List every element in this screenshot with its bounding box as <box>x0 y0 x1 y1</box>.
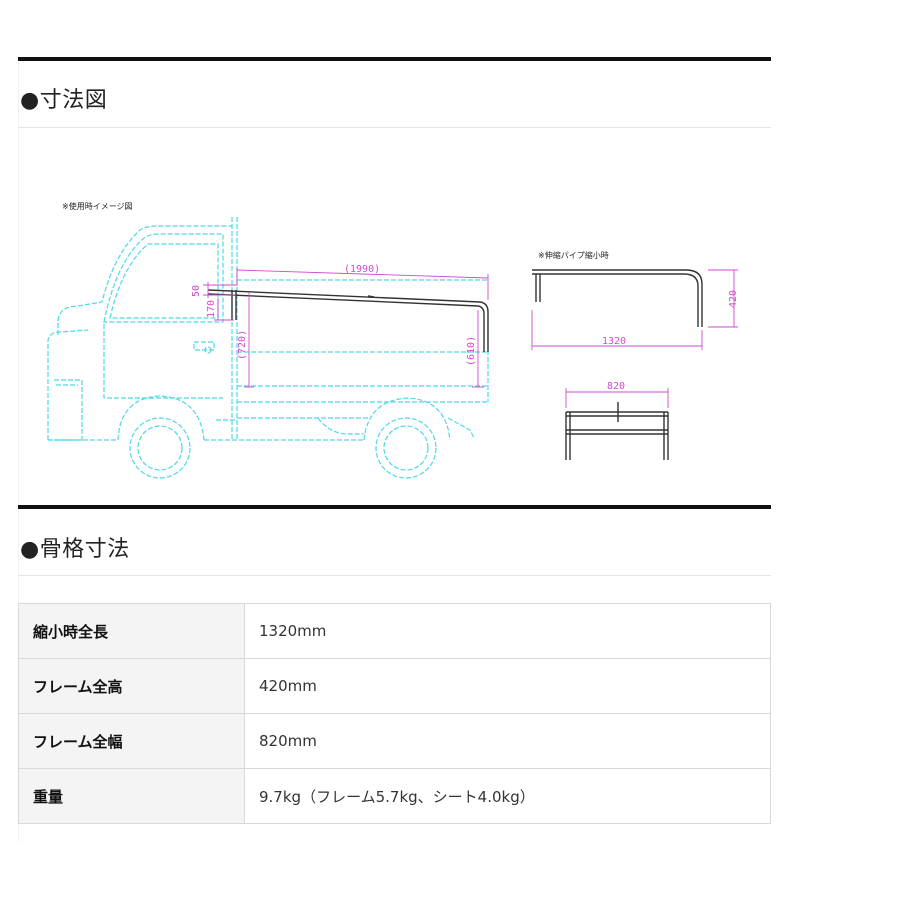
section-underline-frame <box>18 575 771 576</box>
spec-value: 9.7kg（フレーム5.7kg、シート4.0kg） <box>244 768 771 824</box>
section-underline <box>18 127 771 128</box>
dimension-drawing: ※使用時イメージ図 ※伸縮パイプ縮小時 <box>47 201 739 479</box>
spec-label: フレーム全高 <box>18 658 245 714</box>
truck-outline <box>47 217 489 479</box>
dim-720: (720) <box>237 330 248 360</box>
spec-value: 820mm <box>244 713 771 769</box>
table-row: 重量 9.7kg（フレーム5.7kg、シート4.0kg） <box>18 768 771 824</box>
section-title-dimensions: ●寸法図 <box>20 88 108 113</box>
frame-on-truck <box>207 289 489 352</box>
dimension-labels: (1990) 50 170 (720) (610) <box>191 264 477 366</box>
dim-170: 170 <box>206 300 217 318</box>
frame-spec-table: 縮小時全長 1320mm フレーム全高 420mm フレーム全幅 820mm 重… <box>18 603 771 824</box>
spec-value: 420mm <box>244 658 771 714</box>
dim-420: 420 <box>728 290 739 308</box>
dim-610: (610) <box>466 336 477 366</box>
retracted-frame-dims <box>531 269 738 350</box>
spec-value: 1320mm <box>244 603 771 659</box>
table-row: 縮小時全長 1320mm <box>18 603 771 659</box>
spec-label: フレーム全幅 <box>18 713 245 769</box>
dim-1990: (1990) <box>344 264 380 275</box>
retracted-note: ※伸縮パイプ縮小時 <box>538 250 609 260</box>
front-width-dims <box>565 388 669 408</box>
section-title-frame: ●骨格寸法 <box>20 537 130 562</box>
spec-label: 縮小時全長 <box>18 603 245 659</box>
dim-1320: 1320 <box>602 336 626 347</box>
retracted-frame-side <box>532 269 703 327</box>
table-row: フレーム全幅 820mm <box>18 713 771 769</box>
dim-50: 50 <box>191 285 202 297</box>
table-row: フレーム全高 420mm <box>18 658 771 714</box>
spec-label: 重量 <box>18 768 245 824</box>
section-divider-top <box>18 57 771 61</box>
usage-note: ※使用時イメージ図 <box>62 201 133 211</box>
retracted-frame-front <box>565 402 669 460</box>
dim-820: 820 <box>607 381 625 392</box>
dimension-lines <box>203 268 489 388</box>
content-left-border <box>18 62 19 842</box>
section-divider-frame <box>18 505 771 509</box>
